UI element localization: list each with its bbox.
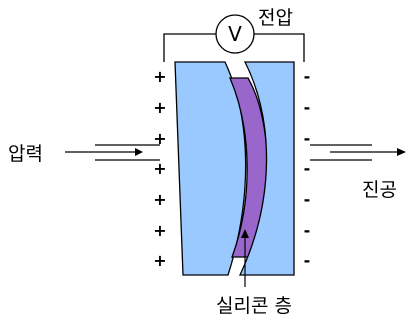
right-plate	[238, 61, 295, 276]
vacuum-arrowhead	[397, 148, 406, 156]
plus-sign: +	[153, 159, 166, 178]
minus-sign: -	[304, 221, 311, 240]
vacuum-label: 진공	[362, 179, 397, 201]
left-plate-signs: + + + + + + +	[153, 67, 166, 270]
voltmeter-symbol: V	[228, 22, 242, 46]
plus-sign: +	[153, 221, 166, 240]
vacuum-arrow	[310, 144, 398, 161]
left-wire	[163, 33, 216, 62]
voltmeter: V	[215, 14, 255, 54]
silicone-layer-label: 실리콘 층	[216, 295, 292, 317]
minus-sign: -	[304, 67, 311, 86]
plus-sign: +	[153, 190, 166, 209]
left-plate	[174, 61, 247, 276]
pressure-label: 압력	[8, 143, 43, 165]
minus-sign: -	[304, 159, 311, 178]
voltage-label: 전압	[258, 7, 293, 29]
minus-sign: -	[304, 190, 311, 209]
pressure-arrowhead	[135, 148, 143, 156]
silicone-pointer-arrowhead	[241, 229, 249, 238]
plus-sign: +	[153, 98, 166, 117]
minus-sign: -	[304, 129, 311, 148]
pressure-arrow	[65, 144, 160, 161]
minus-sign: -	[304, 98, 311, 117]
plus-sign: +	[153, 67, 166, 86]
voltmeter-circle	[215, 14, 255, 54]
minus-sign: -	[304, 251, 311, 270]
plus-sign: +	[153, 129, 166, 148]
right-wire	[254, 33, 305, 62]
circuit-wires	[163, 33, 305, 62]
plus-sign: +	[153, 251, 166, 270]
right-plate-signs: - - - - - - -	[304, 67, 311, 270]
